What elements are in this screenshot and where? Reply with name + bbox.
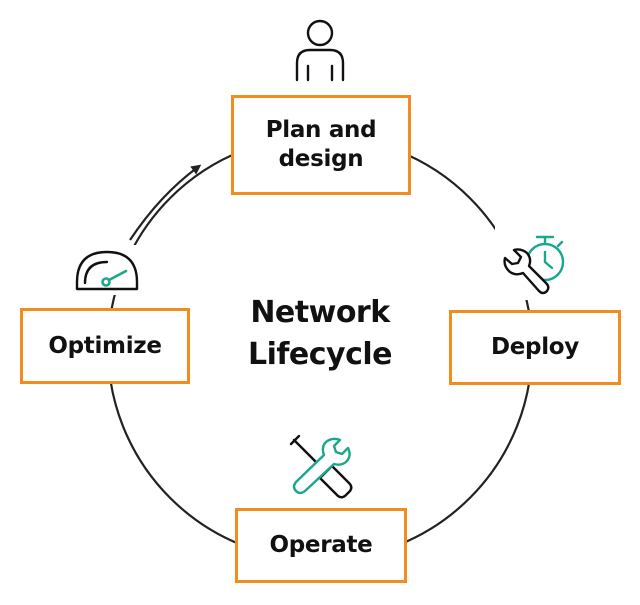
stage-label-line: Deploy: [490, 334, 580, 360]
stage-operate: Operate: [235, 508, 407, 583]
cycle-arrow: [129, 164, 202, 241]
stage-optimize: Optimize: [20, 308, 190, 384]
center-title-line: Network: [250, 295, 390, 330]
person-icon: [295, 19, 345, 82]
stage-label-line: Operate: [269, 532, 373, 558]
center-title-line: Lifecycle: [247, 337, 393, 372]
stage-label-line: Optimize: [48, 332, 162, 359]
stage-label: Operate: [270, 531, 373, 560]
stage-label: Deploy: [491, 333, 579, 362]
stage-label-line: design: [278, 146, 364, 172]
speedometer-icon: [72, 245, 144, 295]
center-title: Network Lifecycle: [200, 292, 440, 376]
stage-deploy: Deploy: [449, 310, 621, 385]
stage-plan-and-design: Plan and design: [231, 95, 411, 195]
wrench-screwdriver-icon: [285, 433, 357, 499]
wrench-stopwatch-icon: [495, 225, 570, 300]
stage-label: Plan and design: [266, 116, 377, 174]
stage-label-line: Plan and: [265, 117, 377, 143]
stage-label: Optimize: [48, 332, 162, 361]
